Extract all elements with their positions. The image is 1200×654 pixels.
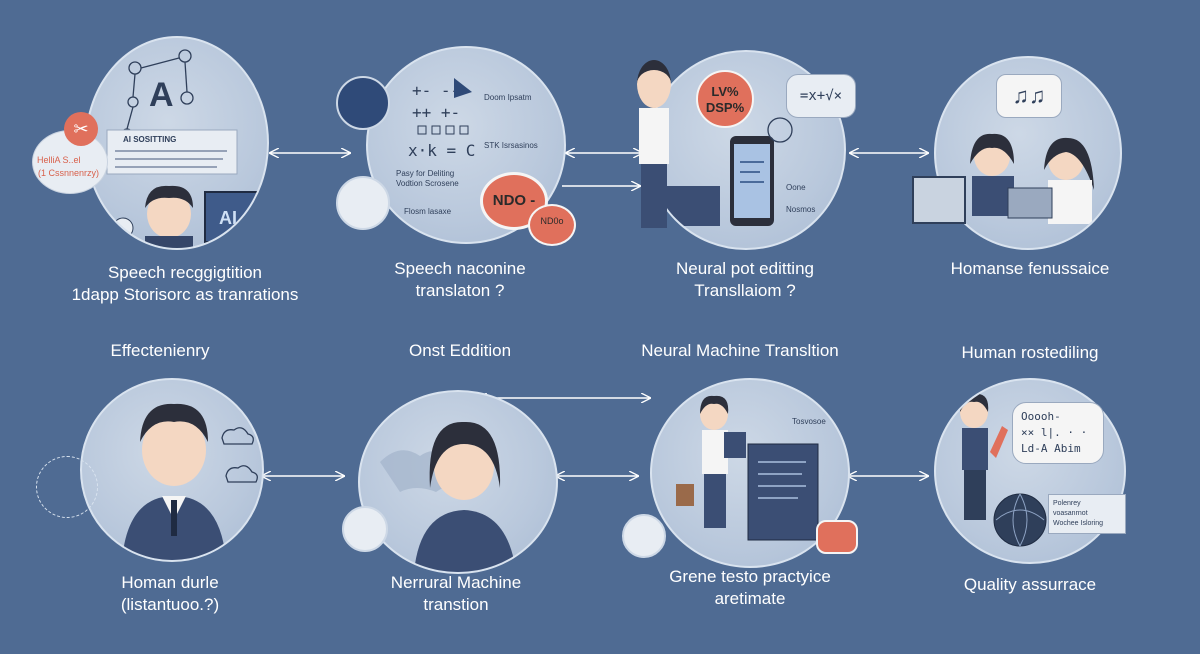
person-avatar <box>145 185 193 248</box>
svg-text:Vodtion Scrosene: Vodtion Scrosene <box>396 179 459 188</box>
pen-icon <box>990 426 1008 458</box>
briefcase-icon <box>676 484 694 506</box>
node-human-double <box>80 378 264 562</box>
person-left <box>970 133 1014 216</box>
laptop-right <box>1007 187 1053 219</box>
person-standing <box>634 60 674 230</box>
person-holding-pen <box>960 393 989 520</box>
laptop-ai-text: AI <box>219 208 237 228</box>
checkbox-row <box>417 125 469 135</box>
chart-icon <box>622 514 666 558</box>
document-panel <box>747 443 819 541</box>
n1-side-text-2: (1 Cssnnenrzy) <box>38 168 100 178</box>
label-quality-assurance: Quality assurrace <box>963 575 1097 594</box>
svg-text:++ +-: ++ +- <box>412 103 460 122</box>
heading-neural-machine-translation: Neural Machine Transltion <box>641 341 839 360</box>
svg-text:Tosvosoe: Tosvosoe <box>792 417 826 426</box>
tools-icon: ✂ <box>64 112 98 146</box>
person-right <box>1044 137 1094 224</box>
svg-text:+- --: +- -- <box>412 81 460 100</box>
globe-bubble <box>767 117 793 143</box>
letter-a: A <box>149 76 174 114</box>
math-bubble-2: Ooooh-×× l|. · ·Ld-A Abim <box>1012 402 1104 464</box>
headset-icon <box>342 506 388 552</box>
music-bubble: ♫♫ <box>996 74 1062 118</box>
math-bubble: =x+√× <box>786 74 856 118</box>
ndo-badge: ND0o <box>528 204 576 246</box>
person-portrait <box>122 403 226 560</box>
person-woman <box>414 421 516 572</box>
cloud-icon <box>221 427 258 483</box>
heading-efficiency: Effectenienry <box>110 341 210 360</box>
heading-post-edition: Onst Eddition <box>408 341 512 360</box>
heading-human-post-editing: Human rostediling <box>961 343 1099 362</box>
laptop-left <box>912 176 966 224</box>
satellite-icon <box>336 76 390 130</box>
mic-icon <box>112 217 134 239</box>
n1-side-text-1: HelliA S..el <box>37 155 81 165</box>
svg-text:Flosm lasaxe: Flosm lasaxe <box>404 207 452 216</box>
label-human-double: Homan durle(listantuoo.?) <box>120 573 220 614</box>
formula-block: +- -- ++ +- x·k = C <box>408 81 475 160</box>
svg-text:x·k = C: x·k = C <box>408 141 475 160</box>
globe-icon <box>993 493 1047 547</box>
svg-text:Nosmos: Nosmos <box>786 205 815 214</box>
lv-dsp-sign: LV%DSP% <box>696 70 754 128</box>
label-human-finesse: Homanse fenussaice <box>950 259 1110 278</box>
svg-text:AI SOSITTING: AI SOSITTING <box>123 135 176 144</box>
node-speech-recognition: A AI SOSITTING AI <box>85 36 269 250</box>
svg-text:STK Isrsasinos: STK Isrsasinos <box>484 141 538 150</box>
svg-text:Pasy for Deliting: Pasy for Deliting <box>396 169 454 178</box>
svg-text:Doom Ipsatm: Doom Ipsatm <box>484 93 532 102</box>
tag-icon <box>816 520 858 554</box>
person-presenter <box>700 395 746 528</box>
svg-text:Oone: Oone <box>786 183 806 192</box>
microphone-icon <box>336 176 390 230</box>
radiating-lines-icon <box>36 456 98 518</box>
play-triangle <box>454 78 472 98</box>
node-neural-machine <box>358 390 558 574</box>
